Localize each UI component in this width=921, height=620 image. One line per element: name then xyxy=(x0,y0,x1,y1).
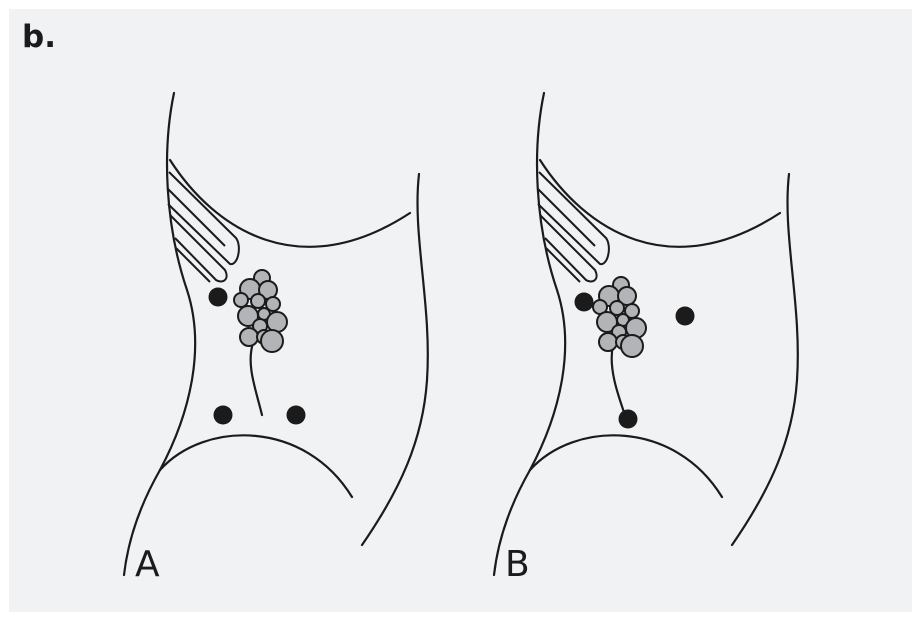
outline-bottom-dome xyxy=(160,435,352,497)
outline-upper-arc xyxy=(540,160,780,247)
black-dot xyxy=(575,293,594,312)
black-dot xyxy=(619,410,638,429)
node-cluster xyxy=(593,277,646,357)
connector-line xyxy=(612,345,626,418)
panel-label-a: A xyxy=(135,544,160,585)
panel-label-b: B xyxy=(505,544,530,585)
outline-right xyxy=(362,174,428,545)
panel-b: B xyxy=(494,93,798,585)
black-dot xyxy=(287,406,306,425)
outline-bottom-dome xyxy=(530,435,722,497)
outline-upper-arc xyxy=(170,160,410,247)
outline-left-upper xyxy=(160,93,195,470)
connector-line xyxy=(251,343,262,415)
black-dot xyxy=(214,406,233,425)
black-dot xyxy=(676,307,695,326)
panel-a: A xyxy=(124,93,428,585)
black-dot xyxy=(209,288,228,307)
outline-right xyxy=(732,174,798,545)
node-cluster xyxy=(234,270,287,352)
outline-left-upper xyxy=(530,93,565,470)
